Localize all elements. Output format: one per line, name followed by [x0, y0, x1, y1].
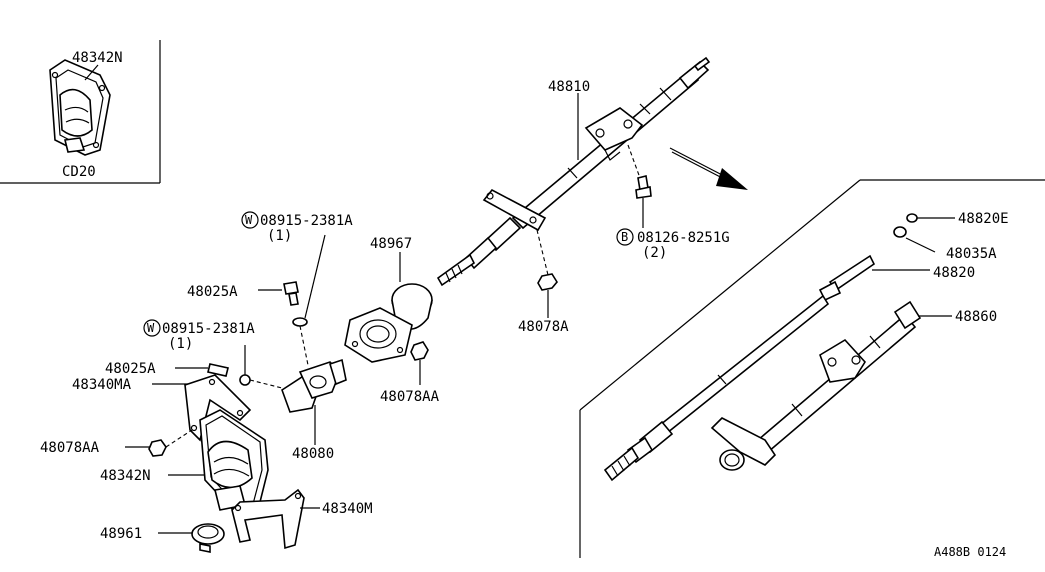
inset-variant-label: CD20 [62, 164, 96, 180]
nut-48078A: 48078A [518, 229, 569, 335]
plate-48340M: 48340M [231, 488, 373, 550]
label-48078A: 48078A [518, 319, 569, 335]
label-08915-upper: 08915-2381A [260, 213, 353, 229]
label-48967: 48967 [370, 236, 412, 252]
bolt-08126: B 08126-8251G (2) [616, 144, 730, 261]
label-48820: 48820 [933, 265, 975, 281]
label-08915-upper-qty: (1) [267, 228, 292, 244]
label-48961: 48961 [100, 526, 142, 542]
label-48820E: 48820E [958, 211, 1009, 227]
label-08915-lower: 08915-2381A [162, 321, 255, 337]
column-48860: 48860 [710, 300, 997, 471]
direction-arrow [669, 147, 748, 190]
w1-symbol: W [245, 213, 253, 227]
bolt-48025A-lower: 48025A [105, 361, 229, 377]
inset-part-label: 48342N [72, 50, 123, 66]
variant-panel [579, 179, 1045, 558]
label-08915-lower-qty: (1) [168, 336, 193, 352]
b1-symbol: B [621, 230, 628, 244]
label-48080: 48080 [292, 446, 334, 462]
label-48078AA-left: 48078AA [40, 440, 100, 456]
diagram-code: A488B 0124 [934, 545, 1006, 559]
label-48342N: 48342N [100, 468, 151, 484]
label-48035A: 48035A [946, 246, 997, 262]
label-48810: 48810 [548, 79, 590, 95]
boot-48342N: 48342N [100, 409, 269, 513]
ujoint-48080: 48080 [281, 358, 347, 462]
label-48025A-lower: 48025A [105, 361, 156, 377]
label-48340M: 48340M [322, 501, 373, 517]
clamp-48961: 48961 [100, 523, 225, 553]
washer-08915-upper: W 08915-2381A (1) [241, 211, 353, 366]
label-48025A-upper: 48025A [187, 284, 238, 300]
shaft-48820: 48820 [603, 254, 975, 482]
w2-symbol: W [147, 321, 155, 335]
label-48078AA-right: 48078AA [380, 389, 440, 405]
label-48860: 48860 [955, 309, 997, 325]
inset-cd20: 48342N CD20 [0, 40, 161, 184]
boot-48967: 48967 [344, 236, 433, 363]
washer-08915-lower: W 08915-2381A (1) [143, 319, 283, 389]
label-48340MA: 48340MA [72, 377, 132, 393]
label-08126-8251G: 08126-8251G [637, 230, 730, 246]
label-08126-qty: (2) [642, 245, 667, 261]
nut-48078AA-left: 48078AA [40, 427, 196, 457]
washers-48820E-48035A: 48820E 48035A [893, 211, 1009, 262]
steering-column-48810: 48810 [436, 56, 711, 287]
nut-48078AA-right: 48078AA [380, 341, 440, 405]
bolt-48025A-upper: 48025A [187, 281, 299, 306]
